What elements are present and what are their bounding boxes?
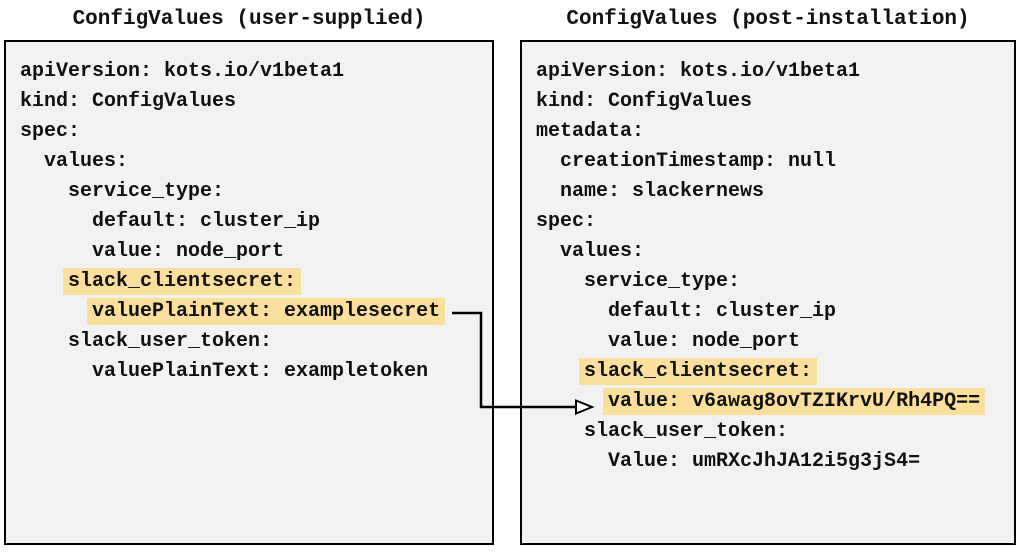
yaml-indent xyxy=(536,390,608,413)
yaml-indent xyxy=(536,450,608,473)
yaml-indent xyxy=(536,420,584,443)
yaml-line: slack_clientsecret: xyxy=(536,356,1000,386)
yaml-line: value: node_port xyxy=(20,236,478,266)
panel-user-supplied: ConfigValues (user-supplied) apiVersion:… xyxy=(4,0,494,545)
highlighted-yaml-text: slack_clientsecret: xyxy=(579,357,818,385)
yaml-line: valuePlainText: examplesecret xyxy=(20,296,478,326)
yaml-indent xyxy=(536,180,560,203)
yaml-line: apiVersion: kots.io/v1beta1 xyxy=(20,56,478,86)
yaml-box-post-installation: apiVersion: kots.io/v1beta1 kind: ConfigV… xyxy=(520,40,1016,545)
yaml-text: creationTimestamp: null xyxy=(560,149,837,173)
yaml-text: service_type: xyxy=(68,179,225,203)
yaml-line: valuePlainText: exampletoken xyxy=(20,356,478,386)
yaml-text: metadata: xyxy=(536,119,645,143)
highlighted-yaml-text: value: v6awag8ovTZIKrvU/Rh4PQ== xyxy=(603,387,986,415)
yaml-line: service_type: xyxy=(20,176,478,206)
yaml-box-user-supplied: apiVersion: kots.io/v1beta1 kind: ConfigV… xyxy=(4,40,494,545)
yaml-line: default: cluster_ip xyxy=(536,296,1000,326)
panel-post-installation-title: ConfigValues (post-installation) xyxy=(566,8,970,31)
yaml-indent xyxy=(20,240,92,263)
yaml-line: spec: xyxy=(20,116,478,146)
yaml-line: slack_user_token: xyxy=(20,326,478,356)
yaml-text: spec: xyxy=(20,119,81,143)
yaml-text: kind: ConfigValues xyxy=(536,89,753,113)
yaml-line: service_type: xyxy=(536,266,1000,296)
yaml-text: default: cluster_ip xyxy=(608,299,837,323)
yaml-text: slack_user_token: xyxy=(584,419,789,443)
yaml-indent xyxy=(20,150,44,173)
yaml-line: apiVersion: kots.io/v1beta1 xyxy=(536,56,1000,86)
yaml-line: value: v6awag8ovTZIKrvU/Rh4PQ== xyxy=(536,386,1000,416)
yaml-text: Value: umRXcJhJA12i5g3jS4= xyxy=(608,449,921,473)
yaml-indent xyxy=(536,330,608,353)
panel-user-supplied-title: ConfigValues (user-supplied) xyxy=(72,8,426,31)
yaml-indent xyxy=(20,210,92,233)
yaml-text: name: slackernews xyxy=(560,179,765,203)
yaml-line: slack_user_token: xyxy=(536,416,1000,446)
yaml-indent xyxy=(536,240,560,263)
yaml-indent xyxy=(536,150,560,173)
panel-post-installation: ConfigValues (post-installation) apiVers… xyxy=(520,0,1016,545)
yaml-indent xyxy=(536,270,584,293)
yaml-indent xyxy=(536,300,608,323)
yaml-line: name: slackernews xyxy=(536,176,1000,206)
yaml-text: values: xyxy=(44,149,129,173)
yaml-indent xyxy=(20,270,68,293)
yaml-line: creationTimestamp: null xyxy=(536,146,1000,176)
yaml-line: value: node_port xyxy=(536,326,1000,356)
yaml-line: default: cluster_ip xyxy=(20,206,478,236)
yaml-text: value: node_port xyxy=(608,329,801,353)
highlighted-yaml-text: valuePlainText: examplesecret xyxy=(87,297,446,325)
yaml-indent xyxy=(20,300,92,323)
yaml-line: spec: xyxy=(536,206,1000,236)
yaml-text: apiVersion: kots.io/v1beta1 xyxy=(536,59,861,83)
yaml-line: values: xyxy=(20,146,478,176)
yaml-line: metadata: xyxy=(536,116,1000,146)
yaml-text: apiVersion: kots.io/v1beta1 xyxy=(20,59,345,83)
yaml-text: service_type: xyxy=(584,269,741,293)
highlighted-yaml-text: slack_clientsecret: xyxy=(63,267,302,295)
yaml-text: values: xyxy=(560,239,645,263)
yaml-indent xyxy=(20,180,68,203)
yaml-indent xyxy=(20,330,68,353)
yaml-indent xyxy=(20,360,92,383)
yaml-text: valuePlainText: exampletoken xyxy=(92,359,429,383)
yaml-text: slack_user_token: xyxy=(68,329,273,353)
yaml-line: kind: ConfigValues xyxy=(20,86,478,116)
yaml-indent xyxy=(536,360,584,383)
yaml-line: slack_clientsecret: xyxy=(20,266,478,296)
yaml-text: value: node_port xyxy=(92,239,285,263)
yaml-line: kind: ConfigValues xyxy=(536,86,1000,116)
yaml-text: spec: xyxy=(536,209,597,233)
yaml-text: default: cluster_ip xyxy=(92,209,321,233)
yaml-line: Value: umRXcJhJA12i5g3jS4= xyxy=(536,446,1000,476)
yaml-text: kind: ConfigValues xyxy=(20,89,237,113)
yaml-line: values: xyxy=(536,236,1000,266)
